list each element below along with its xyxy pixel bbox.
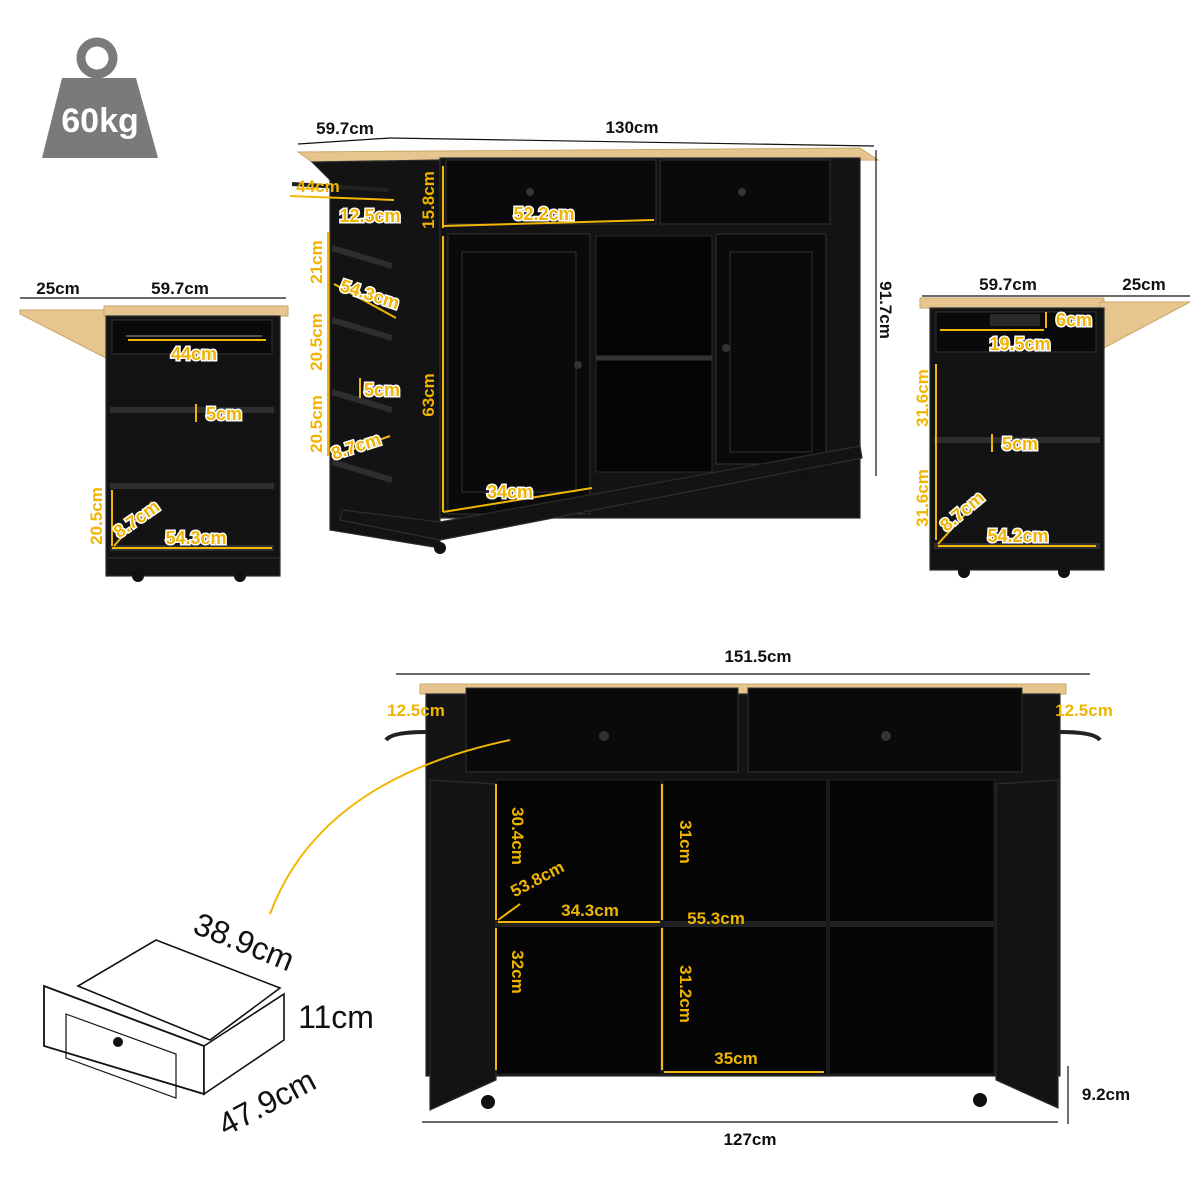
- shelf-width-label: 54.2cm: [987, 526, 1048, 546]
- clearance-label: 9.2cm: [1082, 1085, 1130, 1104]
- shelf-width-mid-label: 55.3cm: [687, 909, 745, 928]
- height-label: 91.7cm: [876, 281, 895, 339]
- drawer-height-label: 11cm: [298, 999, 374, 1035]
- depth-label: 59.7cm: [979, 275, 1037, 294]
- drawer-height-label: 15.8cm: [419, 171, 438, 229]
- depth-label: 59.7cm: [151, 279, 209, 298]
- shelf2-label: 20.5cm: [307, 313, 326, 371]
- leaf-label: 25cm: [1122, 275, 1165, 294]
- outlet-width-label: 19.5cm: [989, 334, 1050, 354]
- outlet-height-label: 6cm: [1056, 310, 1092, 330]
- rack-label: 44cm: [171, 344, 217, 364]
- shelf-height2-label: 31.6cm: [913, 469, 932, 527]
- bottom-width-label: 35cm: [714, 1049, 757, 1068]
- rack-left-label: 12.5cm: [387, 701, 445, 720]
- gap-label: 5cm: [206, 404, 242, 424]
- drawer-detail: 38.9cm 11cm 47.9cm: [43, 905, 374, 1143]
- width-label: 130cm: [606, 118, 659, 137]
- rack-width-label: 44cm: [296, 177, 339, 196]
- shelf3-label: 20.5cm: [307, 395, 326, 453]
- cabinet-width-label: 34cm: [487, 482, 533, 502]
- shelf-width-left-label: 34.3cm: [561, 901, 619, 920]
- gap-label: 5cm: [1002, 434, 1038, 454]
- front-open-view: 151.5cm 127cm 9.2cm 12.5cm 12.5cm 30.4cm…: [264, 647, 1130, 1149]
- left-side-view: 25cm 59.7cm 44cm 5cm 20.5cm 8.7cm 54.3cm: [19, 279, 289, 582]
- right-side-view: 59.7cm 25cm 6cm 19.5cm 31.6cm 5cm 31.6cm…: [913, 275, 1191, 578]
- isometric-view: 59.7cm 130cm 91.7cm 15.8cm 52.2cm 63cm 3…: [289, 118, 895, 554]
- base-width-label: 127cm: [724, 1130, 777, 1149]
- weight-label: 60kg: [61, 102, 139, 140]
- cabinet-height-label: 63cm: [419, 373, 438, 416]
- weight-icon: 60kg: [42, 37, 158, 158]
- leaf-label: 25cm: [36, 279, 79, 298]
- depth-label: 59.7cm: [316, 119, 374, 138]
- upper-height-mid-label: 31cm: [676, 820, 695, 863]
- shelf-height1-label: 31.6cm: [913, 369, 932, 427]
- shelf-width-label: 54.3cm: [165, 528, 226, 548]
- rack-depth-label: 12.5cm: [339, 206, 400, 226]
- shelf-height-label: 20.5cm: [87, 487, 106, 545]
- rack-right-label: 12.5cm: [1055, 701, 1113, 720]
- upper-height-left-label: 30.4cm: [508, 807, 527, 865]
- total-width-label: 151.5cm: [724, 647, 791, 666]
- shelf1-label: 21cm: [307, 240, 326, 283]
- drawer-width-label: 52.2cm: [513, 204, 574, 224]
- gap-label: 5cm: [364, 380, 400, 400]
- lower-height-mid-label: 31.2cm: [676, 965, 695, 1023]
- lower-height-left-label: 32cm: [508, 950, 527, 993]
